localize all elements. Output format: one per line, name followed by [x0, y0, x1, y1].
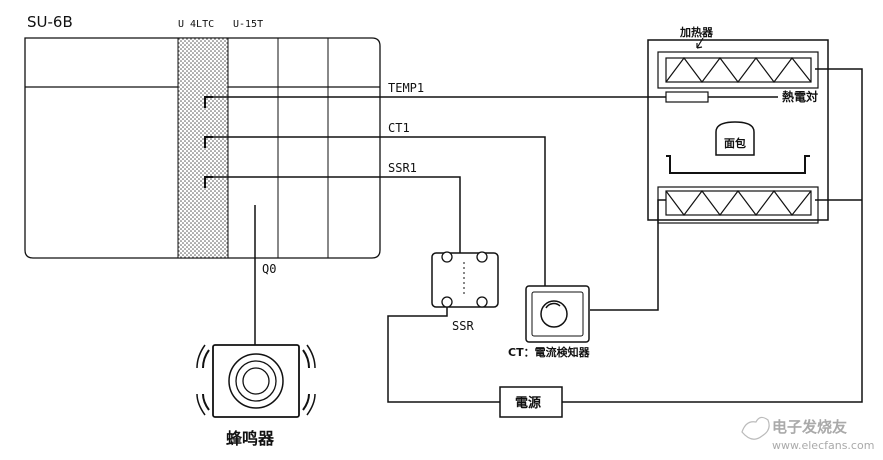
current-transformer: CT：電流検知器: [508, 285, 591, 359]
ct-label: CT：電流検知器: [508, 345, 591, 359]
watermark-logo-icon: [741, 416, 770, 440]
watermark-line1: 电子发烧友: [772, 418, 847, 436]
power-to-heater-wire: [562, 68, 863, 403]
power-source: 電源: [499, 386, 563, 418]
heater-label: 加热器: [679, 25, 714, 39]
ssr-control-wire: [213, 176, 461, 253]
baking-tray: [666, 155, 810, 174]
ct-signal-label: CT1: [388, 121, 410, 135]
ct-to-heater-wire: [590, 199, 666, 311]
module-label-ltc: U 4LTC: [178, 19, 214, 30]
output-q0-label: Q0: [262, 262, 276, 276]
plc-title: SU-6B: [27, 13, 73, 31]
bread-label: 面包: [724, 136, 746, 150]
watermark: 电子发烧友 www.elecfans.com: [741, 416, 874, 452]
analog-module-slot: [177, 37, 229, 259]
thermocouple-probe: [665, 91, 709, 103]
temp-signal-label: TEMP1: [388, 81, 424, 95]
power-label: 電源: [515, 395, 541, 411]
thermocouple-label: 熱電対: [782, 89, 818, 104]
ct-wire: [213, 136, 546, 295]
ssr-signal-label: SSR1: [388, 161, 417, 175]
bread-icon: [715, 121, 755, 156]
terminal-brackets: [204, 96, 213, 188]
watermark-line2: www.elecfans.com: [772, 439, 874, 452]
wiring: [213, 68, 863, 403]
ssr-label: SSR: [452, 319, 474, 333]
ssr-to-power-wire: [387, 305, 500, 403]
oven: 加热器 熱電対 面包: [647, 25, 829, 224]
ssr-relay: SSR: [431, 251, 499, 333]
buzzer-label: 蜂鸣器: [226, 429, 275, 448]
buzzer: 蜂鸣器: [196, 344, 316, 448]
module-label-15t: U-15T: [233, 19, 263, 30]
plc-unit: SU-6B U 4LTC U-15T: [24, 13, 381, 259]
